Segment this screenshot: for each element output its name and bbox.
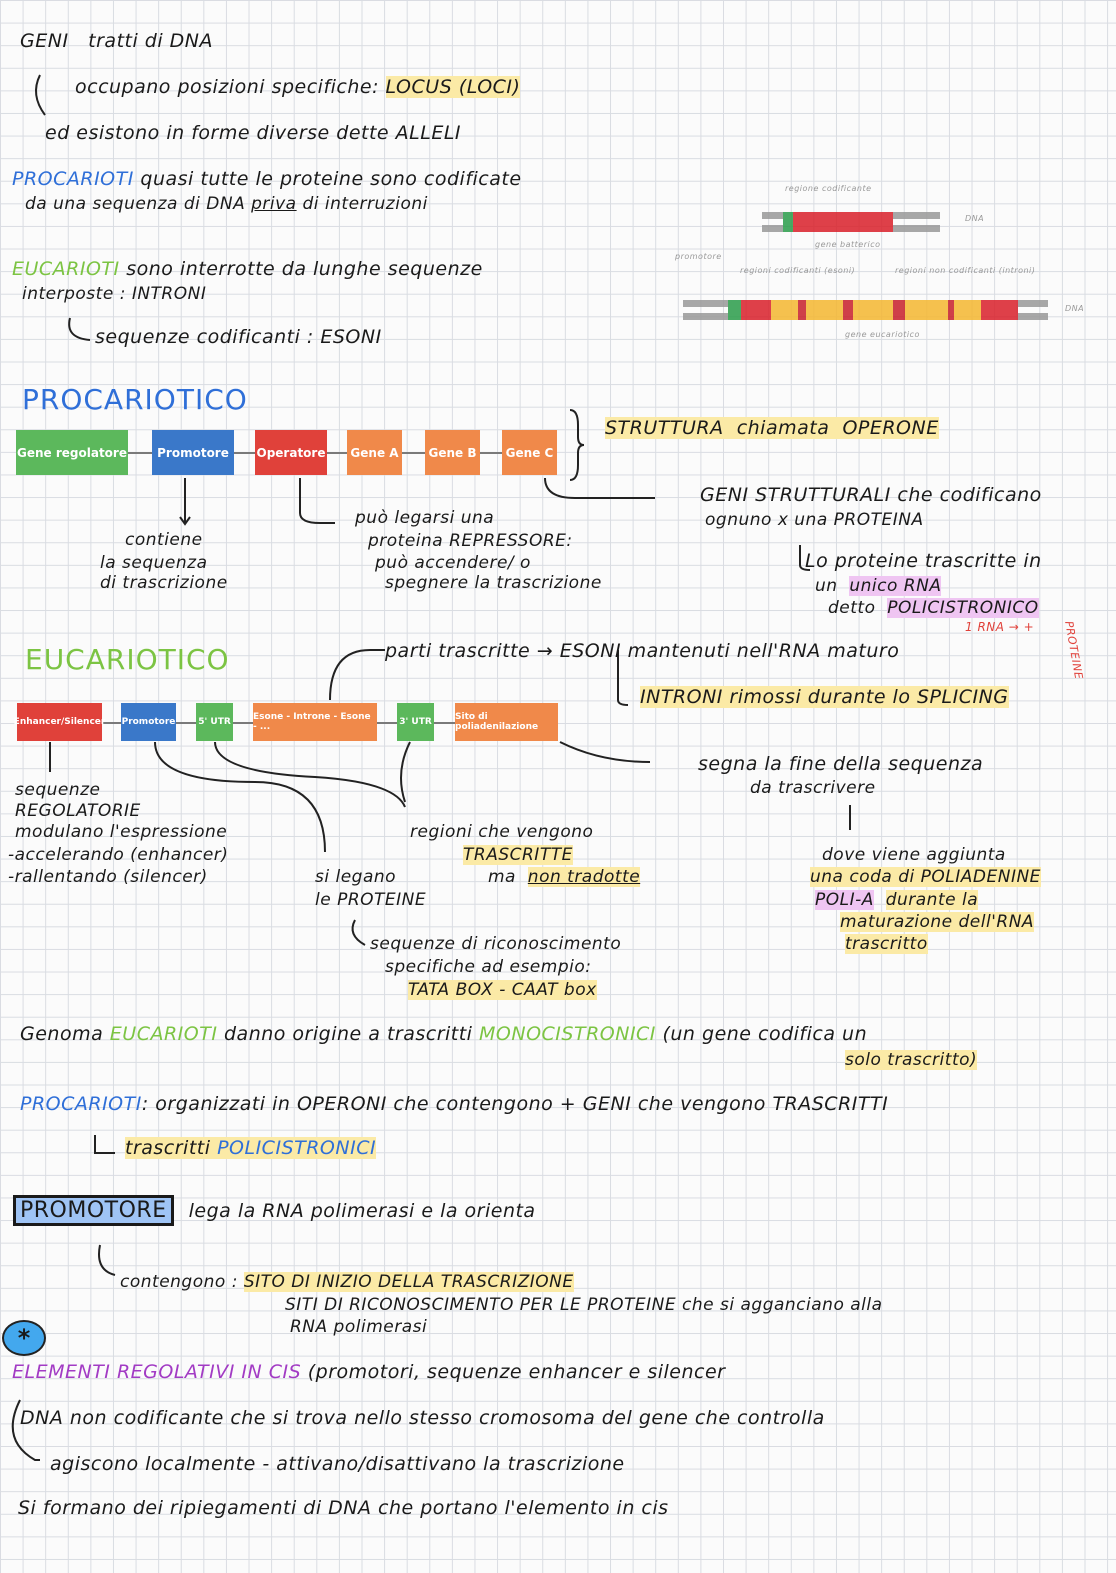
note-line: -rallentando (silencer): [8, 867, 208, 887]
operon-box: Gene regolatore: [16, 430, 128, 475]
note-line: di trascrizione: [100, 573, 228, 593]
note-line: GENI tratti di DNA: [20, 30, 214, 52]
promoter-box: PROMOTORE: [13, 1195, 174, 1226]
note-line: POLI-A durante la: [815, 890, 979, 910]
note-line: SITI DI RICONOSCIMENTO PER LE PROTEINE c…: [285, 1295, 883, 1315]
note-line: parti trascritte → ESONI mantenuti nell'…: [385, 640, 900, 662]
note-line: GENI STRUTTURALI che codificano: [700, 484, 1042, 506]
note-line: Si formano dei ripiegamenti di DNA che p…: [18, 1497, 669, 1519]
note-line: solo trascritto): [845, 1050, 978, 1070]
note-line: la sequenza: [100, 553, 208, 573]
figure-label: DNA: [965, 214, 985, 223]
note-line: ELEMENTI REGOLATIVI IN CIS (promotori, s…: [12, 1361, 726, 1383]
asterisk-icon: *: [2, 1320, 46, 1356]
note-line: RNA polimerasi: [290, 1317, 428, 1337]
note-line: STRUTTURA chiamata OPERONE: [605, 417, 939, 439]
gene-box: Promotore: [121, 703, 176, 741]
note-line: si legano: [315, 867, 397, 887]
note-line: EUCARIOTI sono interrotte da lunghe sequ…: [12, 258, 483, 280]
figure-label: gene batterico: [815, 240, 881, 249]
note-line: dove viene aggiunta: [822, 845, 1006, 865]
note-line: Genoma EUCARIOTI danno origine a trascri…: [20, 1023, 868, 1045]
note-line: sequenze di riconoscimento: [370, 934, 622, 954]
note-line: può legarsi una: [355, 508, 495, 528]
note-line: 1 RNA → +: [965, 620, 1035, 634]
note-line: contengono : SITO DI INIZIO DELLA TRASCR…: [120, 1272, 574, 1292]
note-line: modulano l'espressione: [15, 822, 228, 842]
operon-box: Gene C: [502, 430, 557, 475]
note-line: PROCARIOTI quasi tutte le proteine sono …: [12, 168, 522, 190]
prokaryotic-title: PROCARIOTICO: [22, 383, 248, 416]
note-line: ed esistono in forme diverse dette ALLEL…: [45, 122, 462, 144]
gene-box: Enhancer/Silencer: [14, 703, 105, 741]
note-line: contiene: [125, 530, 203, 550]
note-line: trascritti POLICISTRONICI: [125, 1137, 377, 1159]
operon-box: Promotore: [152, 430, 234, 475]
note-line: spegnere la trascrizione: [385, 573, 602, 593]
gene-box: 3' UTR: [397, 703, 434, 741]
operon-box: Gene B: [425, 430, 480, 475]
note-line: REGOLATORIE: [15, 801, 141, 821]
note-line: ma non tradotte: [488, 867, 641, 887]
note-line: proteina REPRESSORE:: [368, 531, 573, 551]
note-line: una coda di POLIADENINE: [810, 867, 1041, 887]
note-line: Lo proteine trascritte in: [805, 550, 1042, 572]
note-line: specifiche ad esempio:: [385, 957, 592, 977]
figure-label: regioni codificanti (esoni): [740, 266, 856, 275]
gene-structure-figure: regione codificante DNA gene batterico p…: [665, 180, 1105, 340]
figure-label: regione codificante: [785, 184, 872, 193]
note-line: da trascrivere: [750, 778, 876, 798]
gene-box: Sito di poliadenilazione: [455, 703, 558, 741]
figure-label: regioni non codificanti (introni): [895, 266, 1036, 275]
note-line: TRASCRITTE: [463, 845, 573, 865]
note-line: sequenze: [15, 780, 101, 800]
figure-label: DNA: [1065, 304, 1085, 313]
note-line: -accelerando (enhancer): [8, 845, 229, 865]
figure-label: promotore: [675, 252, 722, 261]
note-line: può accendere/ o: [375, 553, 531, 573]
gene-box: Esone - Introne - Esone - ...: [253, 703, 377, 741]
note-line: segna la fine della sequenza: [698, 753, 984, 775]
note-line: regioni che vengono: [410, 822, 594, 842]
note-line: da una sequenza di DNA priva di interruz…: [25, 194, 428, 214]
gene-box: 5' UTR: [196, 703, 233, 741]
note-line: maturazione dell'RNA: [840, 912, 1035, 932]
note-line: PROCARIOTI: organizzati in OPERONI che c…: [20, 1093, 889, 1115]
figure-label: gene eucariotico: [845, 330, 920, 339]
eukaryotic-title: EUCARIOTICO: [25, 643, 230, 676]
operon-box: Gene A: [347, 430, 402, 475]
note-line: trascritto: [845, 934, 928, 954]
note-line: agiscono localmente - attivano/disattiva…: [50, 1453, 625, 1475]
note-line: occupano posizioni specifiche: LOCUS (LO…: [75, 76, 521, 98]
note-line: TATA BOX - CAAT box: [408, 980, 597, 1000]
note-line: sequenze codificanti : ESONI: [95, 326, 382, 348]
note-line: interposte : INTRONI: [22, 284, 207, 304]
note-line: PROMOTORE lega la RNA polimerasi e la or…: [13, 1195, 536, 1226]
note-line: un unico RNA: [815, 576, 942, 596]
note-line: DNA non codificante che si trova nello s…: [20, 1407, 825, 1429]
operon-box: Operatore: [255, 430, 327, 475]
note-line: INTRONI rimossi durante lo SPLICING: [640, 686, 1009, 708]
note-line: ognuno x una PROTEINA: [705, 510, 924, 530]
note-line: detto POLICISTRONICO: [828, 598, 1039, 618]
note-line: le PROTEINE: [315, 890, 427, 910]
